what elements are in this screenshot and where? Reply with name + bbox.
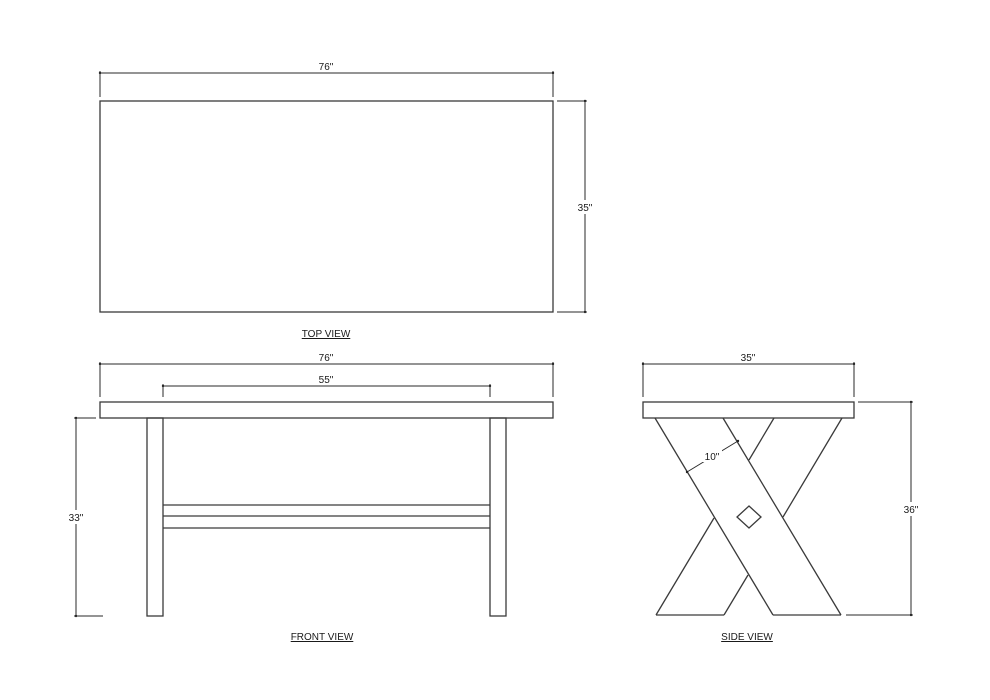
side-view-tabletop [642,401,855,419]
front-view-height-label: 33" [69,513,84,524]
top-view: 76" 35" TOP VIEW [98,62,596,340]
front-view-leg-span-label: 55" [319,375,334,386]
top-view-depth-label: 35" [578,203,593,214]
side-view-front-leg [654,417,842,616]
top-view-width-label: 76" [319,62,334,73]
top-view-depth-dimension: 35" [557,99,596,314]
front-view-leg-span-dimension: 55" [161,375,492,397]
side-view-depth-dimension: 35" [641,353,856,397]
front-view-stretcher [163,504,490,529]
front-view-right-leg [489,417,507,617]
side-view-height-dimension: 36" [846,400,925,617]
front-view: 76" 55" 33" FRONT VIEW [63,353,555,643]
top-view-width-dimension: 76" [98,62,555,97]
front-view-left-leg [146,417,164,617]
front-view-tabletop [99,401,554,419]
side-view: 10" 35" 36" SIDE VIEW [641,353,925,643]
side-view-depth-label: 35" [741,353,756,364]
side-view-back-leg [655,417,843,616]
front-view-title: FRONT VIEW [291,632,354,643]
side-view-leg-width-label: 10" [705,452,720,463]
front-view-height-dimension: 33" [63,416,103,618]
front-view-width-dimension: 76" [98,353,555,397]
top-view-title: TOP VIEW [302,329,351,340]
side-view-leg-width-dimension: 10" [685,439,740,474]
front-view-width-label: 76" [319,353,334,364]
top-view-tabletop [99,100,554,313]
side-view-title: SIDE VIEW [721,632,773,643]
side-view-bolt-diamond [736,505,762,529]
side-view-height-label: 36" [904,505,919,516]
